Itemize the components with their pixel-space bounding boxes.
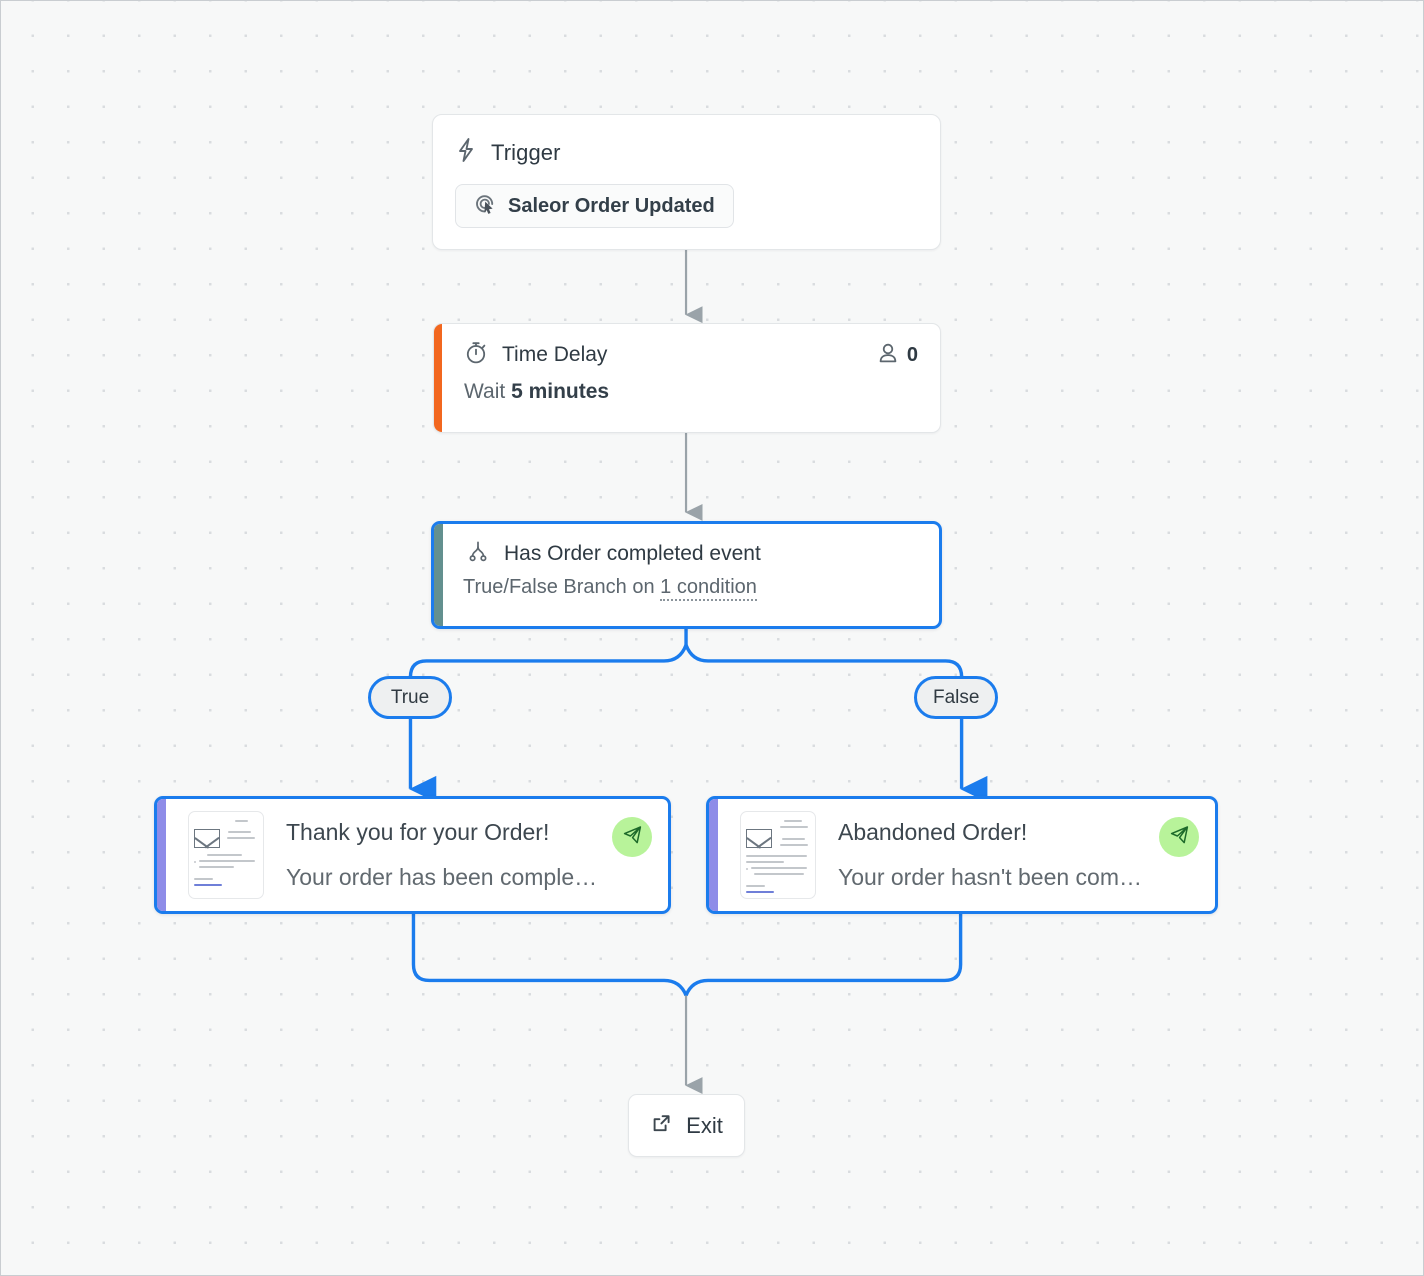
delay-header-row: Time Delay 0 xyxy=(442,324,940,370)
condition-title: Has Order completed event xyxy=(504,541,761,565)
branch-fork-icon xyxy=(467,539,489,568)
condition-node[interactable]: Has Order completed event True/False Bra… xyxy=(431,521,942,629)
send-status-badge xyxy=(612,817,652,857)
condition-accent-bar xyxy=(434,524,443,626)
condition-subtitle: True/False Branch on 1 condition xyxy=(443,568,939,601)
delay-wait-value: 5 minutes xyxy=(511,380,610,403)
delay-wait-row: Wait 5 minutes xyxy=(442,370,940,404)
email-subject: Thank you for your Order! xyxy=(286,819,550,845)
delay-count-value: 0 xyxy=(906,343,918,366)
time-delay-node[interactable]: Time Delay 0 Wait 5 minutes xyxy=(433,323,941,433)
condition-subtitle-prefix: True/False Branch on xyxy=(463,576,655,598)
lightning-bolt-icon xyxy=(455,137,477,168)
delay-title: Time Delay xyxy=(502,343,608,366)
email-preview-text: Your order hasn't been comple... xyxy=(838,864,1147,890)
email-thumbnail-preview xyxy=(740,811,816,899)
external-link-icon xyxy=(650,1112,673,1140)
envelope-icon xyxy=(194,829,220,848)
trigger-title: Trigger xyxy=(491,139,561,165)
send-status-badge xyxy=(1159,817,1199,857)
envelope-icon xyxy=(746,829,772,848)
email-node-true[interactable]: Thank you for your Order! Your order has… xyxy=(154,796,671,914)
email-node-false[interactable]: Abandoned Order! Your order hasn't been … xyxy=(706,796,1218,914)
stopwatch-icon xyxy=(464,340,488,370)
email-preview-text: Your order has been completed! xyxy=(286,864,600,890)
branch-label-false[interactable]: False xyxy=(914,676,999,719)
email-accent-bar xyxy=(157,799,166,911)
email-accent-bar xyxy=(709,799,718,911)
saleor-cursor-icon xyxy=(474,193,496,220)
trigger-node[interactable]: Trigger Saleor Order Updated xyxy=(432,114,941,250)
branch-label-true[interactable]: True xyxy=(368,676,452,719)
condition-count-link[interactable]: 1 condition xyxy=(660,576,757,601)
delay-wait-prefix: Wait xyxy=(464,380,506,403)
trigger-event-label: Saleor Order Updated xyxy=(508,194,715,217)
person-icon xyxy=(878,342,898,369)
trigger-header: Trigger xyxy=(433,115,940,168)
paper-plane-icon xyxy=(1169,824,1190,850)
condition-header-row: Has Order completed event xyxy=(443,524,939,568)
exit-node[interactable]: Exit xyxy=(628,1094,745,1157)
email-thumbnail-preview xyxy=(188,811,264,899)
paper-plane-icon xyxy=(622,824,643,850)
email-subject: Abandoned Order! xyxy=(838,819,1028,845)
delay-accent-bar xyxy=(434,324,442,432)
trigger-event-button[interactable]: Saleor Order Updated xyxy=(455,184,734,228)
exit-label: Exit xyxy=(686,1112,723,1138)
delay-contact-count: 0 xyxy=(878,342,918,369)
